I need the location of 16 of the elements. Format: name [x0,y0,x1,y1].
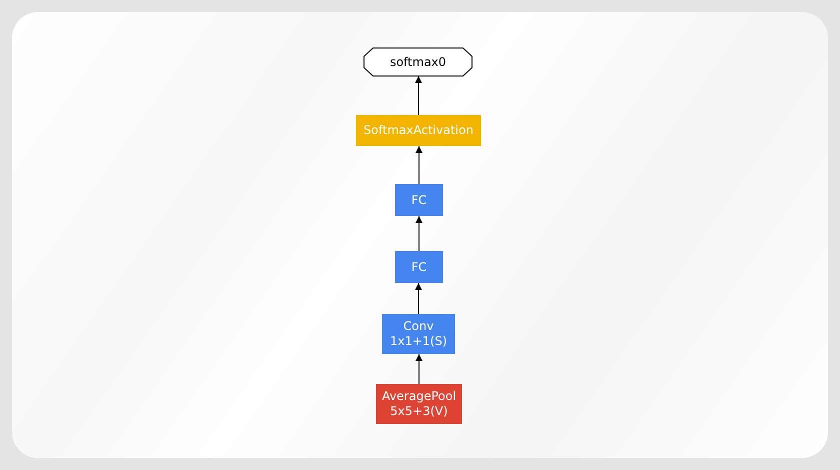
node-label: softmax0 [390,54,446,70]
arrow [416,354,422,384]
node-label: FC [411,192,427,208]
arrow [415,76,422,116]
node-label: SoftmaxActivation [364,123,474,138]
layer-box [382,314,455,354]
layer-box [395,184,443,216]
output-octagon [364,48,472,76]
node-label: FC [411,260,427,274]
layer-box [356,115,481,146]
arrow [416,146,422,184]
node-label: AveragePool 5x5+3(V) [380,389,458,419]
arrow [415,282,422,314]
layer-box [395,251,443,283]
node-label: Conv 1x1+1(S) [388,319,448,349]
arrow [416,216,422,252]
